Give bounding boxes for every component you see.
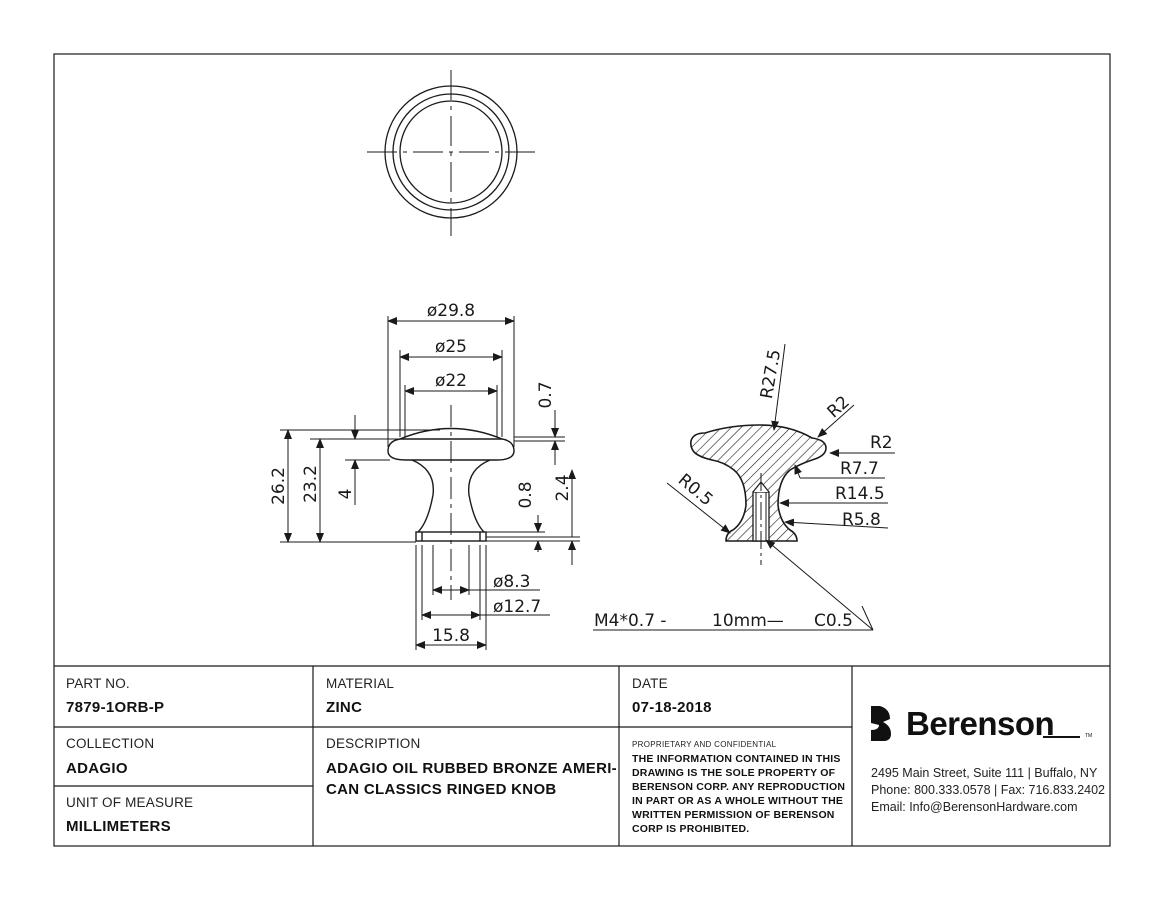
label-depth: 10mm— xyxy=(712,611,784,631)
label-r7-7: R7.7 xyxy=(840,459,879,479)
drawing-border xyxy=(53,53,1111,847)
berenson-logo: Berenson TM xyxy=(871,705,1092,742)
dim-height-2-4: 2.4 xyxy=(553,474,573,501)
description-line-2: CAN CLASSICS RINGED KNOB xyxy=(326,781,557,798)
company-address: 2495 Main Street, Suite 111 | Buffalo, N… xyxy=(871,766,1098,780)
date-label: DATE xyxy=(632,676,668,691)
dim-width-15-8: 15.8 xyxy=(432,626,470,646)
label-r2-top: R2 xyxy=(824,392,854,422)
title-block-grid xyxy=(54,665,1110,846)
confidential-heading: PROPRIETARY AND CONFIDENTIAL xyxy=(632,740,777,749)
berenson-logo-mark xyxy=(871,706,891,741)
company-phone: Phone: 800.333.0578 | Fax: 716.833.2402 xyxy=(871,783,1105,797)
description-line-1: ADAGIO OIL RUBBED BRONZE AMERI- xyxy=(326,760,617,777)
dim-diameter-12-7: ø12.7 xyxy=(493,597,541,617)
section-view xyxy=(690,424,827,565)
dim-diameter-22: ø22 xyxy=(435,371,467,391)
label-r27-5: R27.5 xyxy=(757,348,785,400)
side-dimension-lines xyxy=(280,316,580,650)
dim-height-23-2: 23.2 xyxy=(301,465,321,503)
collection-label: COLLECTION xyxy=(66,736,154,751)
label-r2-right: R2 xyxy=(870,433,893,453)
dim-height-4: 4 xyxy=(336,489,356,500)
label-chamfer: C0.5 xyxy=(814,611,853,631)
company-name: Berenson xyxy=(906,705,1054,742)
confidential-line: WRITTEN PERMISSION OF BERENSON xyxy=(632,809,835,821)
label-r5-8: R5.8 xyxy=(842,510,881,530)
part-no-label: PART NO. xyxy=(66,676,130,691)
dim-diameter-8-3: ø8.3 xyxy=(493,572,530,592)
confidential-line: IN PART OR AS A WHOLE WITHOUT THE xyxy=(632,795,843,807)
dim-diameter-25: ø25 xyxy=(435,337,467,357)
material-value: ZINC xyxy=(326,699,362,716)
side-view xyxy=(387,405,515,600)
dim-height-26-2: 26.2 xyxy=(269,467,289,505)
material-label: MATERIAL xyxy=(326,676,394,691)
company-email: Email: Info@BerensonHardware.com xyxy=(871,800,1078,814)
confidential-line: BERENSON CORP. ANY REPRODUCTION xyxy=(632,781,845,793)
label-thread: M4*0.7 - xyxy=(594,611,667,631)
confidential-line: CORP IS PROHIBITED. xyxy=(632,823,749,835)
collection-value: ADAGIO xyxy=(66,760,128,777)
unit-label: UNIT OF MEASURE xyxy=(66,795,193,810)
dim-diameter-29-8: ø29.8 xyxy=(427,301,475,321)
section-leaders xyxy=(593,343,895,631)
top-view xyxy=(367,70,535,236)
dim-height-0-8: 0.8 xyxy=(516,481,536,508)
dim-height-0-7: 0.7 xyxy=(536,381,556,408)
date-value: 07-18-2018 xyxy=(632,699,712,716)
part-no-value: 7879-1ORB-P xyxy=(66,699,164,716)
confidential-line: DRAWING IS THE SOLE PROPERTY OF xyxy=(632,767,836,779)
label-r14-5: R14.5 xyxy=(835,484,885,504)
confidential-line: THE INFORMATION CONTAINED IN THIS xyxy=(632,753,841,765)
label-r0-5: R0.5 xyxy=(674,470,717,510)
trademark: TM xyxy=(1085,733,1092,739)
unit-value: MILLIMETERS xyxy=(66,818,171,835)
description-label: DESCRIPTION xyxy=(326,736,420,751)
